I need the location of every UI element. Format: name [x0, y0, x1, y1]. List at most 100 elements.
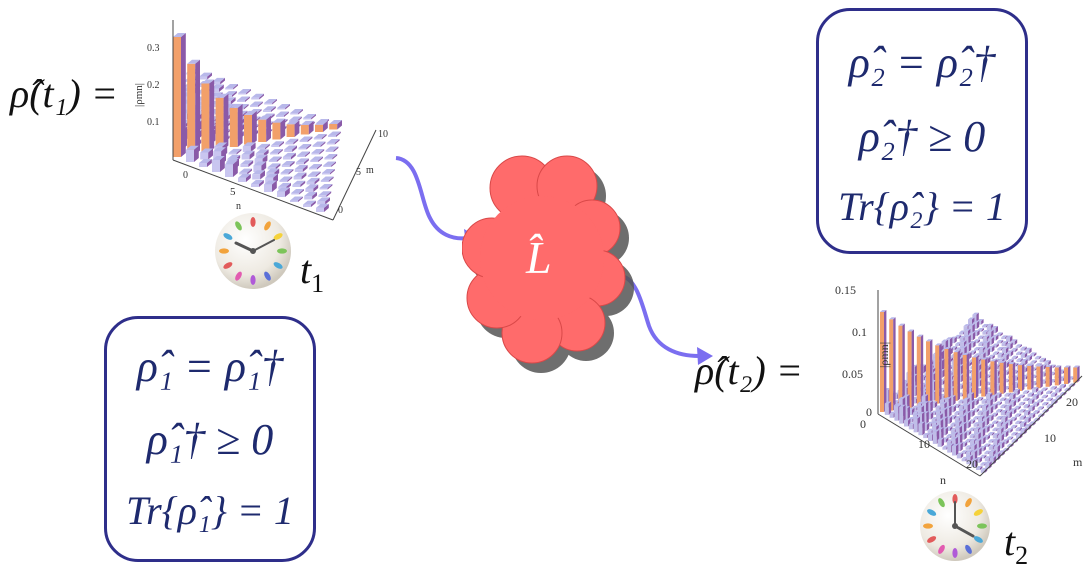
- bar: [240, 160, 254, 167]
- bar: [1018, 401, 1026, 406]
- bar: [215, 93, 229, 150]
- bar: [1037, 406, 1044, 410]
- bar: [296, 158, 309, 165]
- bar: [251, 179, 264, 187]
- properties-box-1: ρ̂₁ = ρ̂₁† ρ̂₁† ≥ 0 Tr{ρ̂₁} = 1: [104, 316, 316, 562]
- bar: [212, 156, 225, 172]
- bar: [880, 310, 887, 412]
- bar: [884, 401, 892, 415]
- bar: [898, 323, 905, 410]
- bar: [1027, 392, 1034, 397]
- hermiticity-1: ρ̂₁ = ρ̂₁†: [136, 342, 284, 391]
- bar: [323, 161, 336, 167]
- bar: [1019, 415, 1026, 420]
- bar: [1032, 394, 1039, 400]
- bar: [1037, 398, 1044, 403]
- bar: [1016, 358, 1023, 363]
- bar: [1024, 409, 1031, 416]
- plot2-axes: [877, 290, 1083, 477]
- bar: [305, 184, 319, 192]
- bar: [1000, 410, 1008, 416]
- bar: [1006, 335, 1013, 342]
- bar: [988, 432, 995, 436]
- plot2-ntick-0: 0: [860, 417, 866, 431]
- bar: [1015, 420, 1022, 425]
- bar: [997, 433, 1004, 442]
- bar: [1032, 401, 1040, 407]
- bar: [1016, 351, 1023, 355]
- bar: [268, 156, 282, 162]
- bar: [952, 443, 959, 456]
- bar: [238, 89, 251, 95]
- bar: [996, 339, 1004, 344]
- plot2-nlabel: n: [940, 473, 946, 486]
- bar: [937, 437, 944, 447]
- bar: [941, 416, 948, 429]
- bar: [299, 136, 313, 142]
- bar: [298, 144, 312, 150]
- clock-icon: [920, 491, 990, 561]
- bar: [201, 79, 215, 152]
- bar: [1006, 428, 1013, 433]
- bar: [1055, 387, 1062, 393]
- bar: [1020, 421, 1027, 427]
- bar: [937, 427, 944, 440]
- bar: [311, 149, 325, 155]
- bar: [956, 452, 964, 459]
- bar: [294, 165, 308, 172]
- bar: [307, 171, 321, 177]
- bar: [264, 99, 277, 105]
- plot1-nlabel: n: [236, 201, 241, 212]
- bar: [284, 145, 297, 152]
- bar: [267, 163, 281, 170]
- bar: [257, 143, 270, 150]
- bar: [983, 425, 990, 433]
- plot2-ztick-2: 0.05: [842, 367, 863, 381]
- plot2-mtick-0: 20: [1066, 395, 1078, 409]
- bar: [945, 406, 952, 417]
- plot1-ztick-0: 0.3: [147, 43, 160, 54]
- bar: [1015, 427, 1022, 432]
- bar: [1014, 413, 1022, 417]
- bar: [173, 33, 186, 157]
- bar: [926, 339, 933, 405]
- bar: [237, 96, 250, 102]
- bar: [300, 120, 314, 135]
- plot1-axes: [172, 20, 377, 221]
- bar: [1039, 357, 1046, 363]
- bar: [953, 350, 960, 401]
- bar: [225, 84, 238, 90]
- bar: [264, 180, 277, 192]
- bar: [1019, 409, 1026, 413]
- bar: [1004, 398, 1012, 404]
- bar: [999, 360, 1006, 394]
- bar: [972, 355, 979, 398]
- plot1-mtick-0: 10: [378, 129, 388, 140]
- bar: [310, 156, 323, 162]
- bar: [279, 176, 293, 182]
- bar: [1014, 405, 1021, 410]
- bar: [290, 109, 303, 115]
- bar: [276, 111, 289, 117]
- plot1-mlabel: m: [366, 165, 374, 176]
- bar: [306, 177, 320, 185]
- bar: [1011, 347, 1018, 353]
- bar: [1021, 359, 1028, 366]
- bar: [324, 154, 338, 160]
- density-matrix-plot-2: 0.15 0.1 0.05 0 |ρmn| 0 10 20 n 20 10 m: [835, 283, 1083, 486]
- bar: [1011, 432, 1018, 436]
- bar: [309, 164, 322, 170]
- bar: [1009, 392, 1016, 400]
- bar: [976, 466, 983, 470]
- plot2-mlabel: m: [1073, 455, 1083, 469]
- bar: [1006, 436, 1014, 440]
- bar: [990, 359, 997, 396]
- plot2-ztick-1: 0.1: [852, 325, 867, 339]
- trace-1: Tr{ρ̂₁} = 1: [126, 488, 294, 533]
- plot2-ztick-3: 0: [866, 405, 872, 419]
- bar: [918, 421, 925, 436]
- bar: [271, 141, 284, 147]
- bar: [242, 142, 256, 152]
- bar: [1023, 397, 1030, 402]
- bar: [988, 354, 995, 360]
